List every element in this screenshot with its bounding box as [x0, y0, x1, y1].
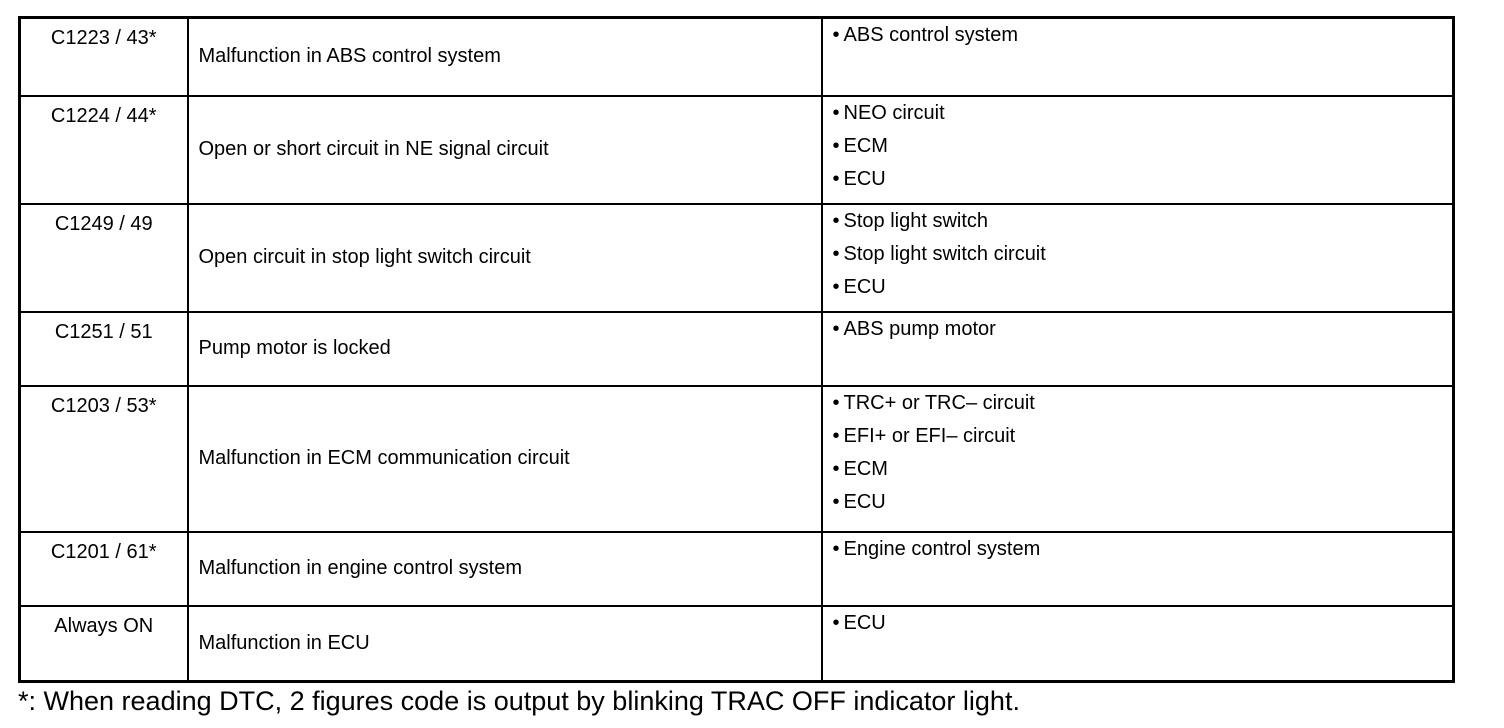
trouble-area-item: Stop light switch [833, 205, 1453, 238]
dtc-code: C1249 / 49 [18, 202, 189, 313]
trouble-area-item: TRC+ or TRC– circuit [833, 387, 1453, 420]
dtc-description: Pump motor is locked [186, 310, 823, 387]
trouble-area: ABS pump motor [820, 310, 1455, 387]
trouble-area-list: NEO circuit ECM ECU [833, 97, 1453, 196]
trouble-area: Stop light switch Stop light switch circ… [820, 202, 1455, 313]
dtc-description: Open or short circuit in NE signal circu… [186, 94, 823, 205]
footnote: *: When reading DTC, 2 figures code is o… [18, 686, 1020, 716]
trouble-area: ABS control system [820, 16, 1455, 97]
trouble-area-item: ECU [833, 271, 1453, 304]
trouble-area-item: NEO circuit [833, 97, 1453, 130]
trouble-area-item: EFI+ or EFI– circuit [833, 420, 1453, 453]
table-row: C1249 / 49 Open circuit in stop light sw… [18, 202, 1455, 313]
dtc-description: Malfunction in engine control system [186, 530, 823, 607]
trouble-area-item: Stop light switch circuit [833, 238, 1453, 271]
dtc-code: C1251 / 51 [18, 310, 189, 387]
trouble-area-list: ABS pump motor [833, 313, 1453, 346]
trouble-area: ECU [820, 604, 1455, 683]
dtc-code: C1223 / 43* [18, 16, 189, 97]
dtc-description: Open circuit in stop light switch circui… [186, 202, 823, 313]
table-row: C1224 / 44* Open or short circuit in NE … [18, 94, 1455, 205]
dtc-code: C1203 / 53* [18, 384, 189, 533]
dtc-code: C1201 / 61* [18, 530, 189, 607]
table-row: C1223 / 43* Malfunction in ABS control s… [18, 16, 1455, 97]
trouble-area: NEO circuit ECM ECU [820, 94, 1455, 205]
table-row: C1251 / 51 Pump motor is locked ABS pump… [18, 310, 1455, 387]
trouble-area-item: Engine control system [833, 533, 1453, 566]
trouble-area-item: ECU [833, 607, 1453, 640]
dtc-description: Malfunction in ABS control system [186, 16, 823, 97]
trouble-area-item: ECM [833, 453, 1453, 486]
dtc-table: C1223 / 43* Malfunction in ABS control s… [18, 16, 1455, 683]
table-row: C1203 / 53* Malfunction in ECM communica… [18, 384, 1455, 533]
trouble-area-item: ABS pump motor [833, 313, 1453, 346]
trouble-area-list: ABS control system [833, 19, 1453, 52]
trouble-area: TRC+ or TRC– circuit EFI+ or EFI– circui… [820, 384, 1455, 533]
trouble-area: Engine control system [820, 530, 1455, 607]
trouble-area-list: ECU [833, 607, 1453, 640]
trouble-area-item: ABS control system [833, 19, 1453, 52]
table-row: C1201 / 61* Malfunction in engine contro… [18, 530, 1455, 607]
trouble-area-item: ECU [833, 486, 1453, 519]
trouble-area-list: TRC+ or TRC– circuit EFI+ or EFI– circui… [833, 387, 1453, 519]
dtc-code: Always ON [18, 604, 189, 683]
dtc-description: Malfunction in ECM communication circuit [186, 384, 823, 533]
dtc-table-body: C1223 / 43* Malfunction in ABS control s… [18, 16, 1455, 683]
trouble-area-list: Stop light switch Stop light switch circ… [833, 205, 1453, 304]
table-row: Always ON Malfunction in ECU ECU [18, 604, 1455, 683]
dtc-description: Malfunction in ECU [186, 604, 823, 683]
trouble-area-item: ECU [833, 163, 1453, 196]
dtc-code: C1224 / 44* [18, 94, 189, 205]
trouble-area-list: Engine control system [833, 533, 1453, 566]
trouble-area-item: ECM [833, 130, 1453, 163]
